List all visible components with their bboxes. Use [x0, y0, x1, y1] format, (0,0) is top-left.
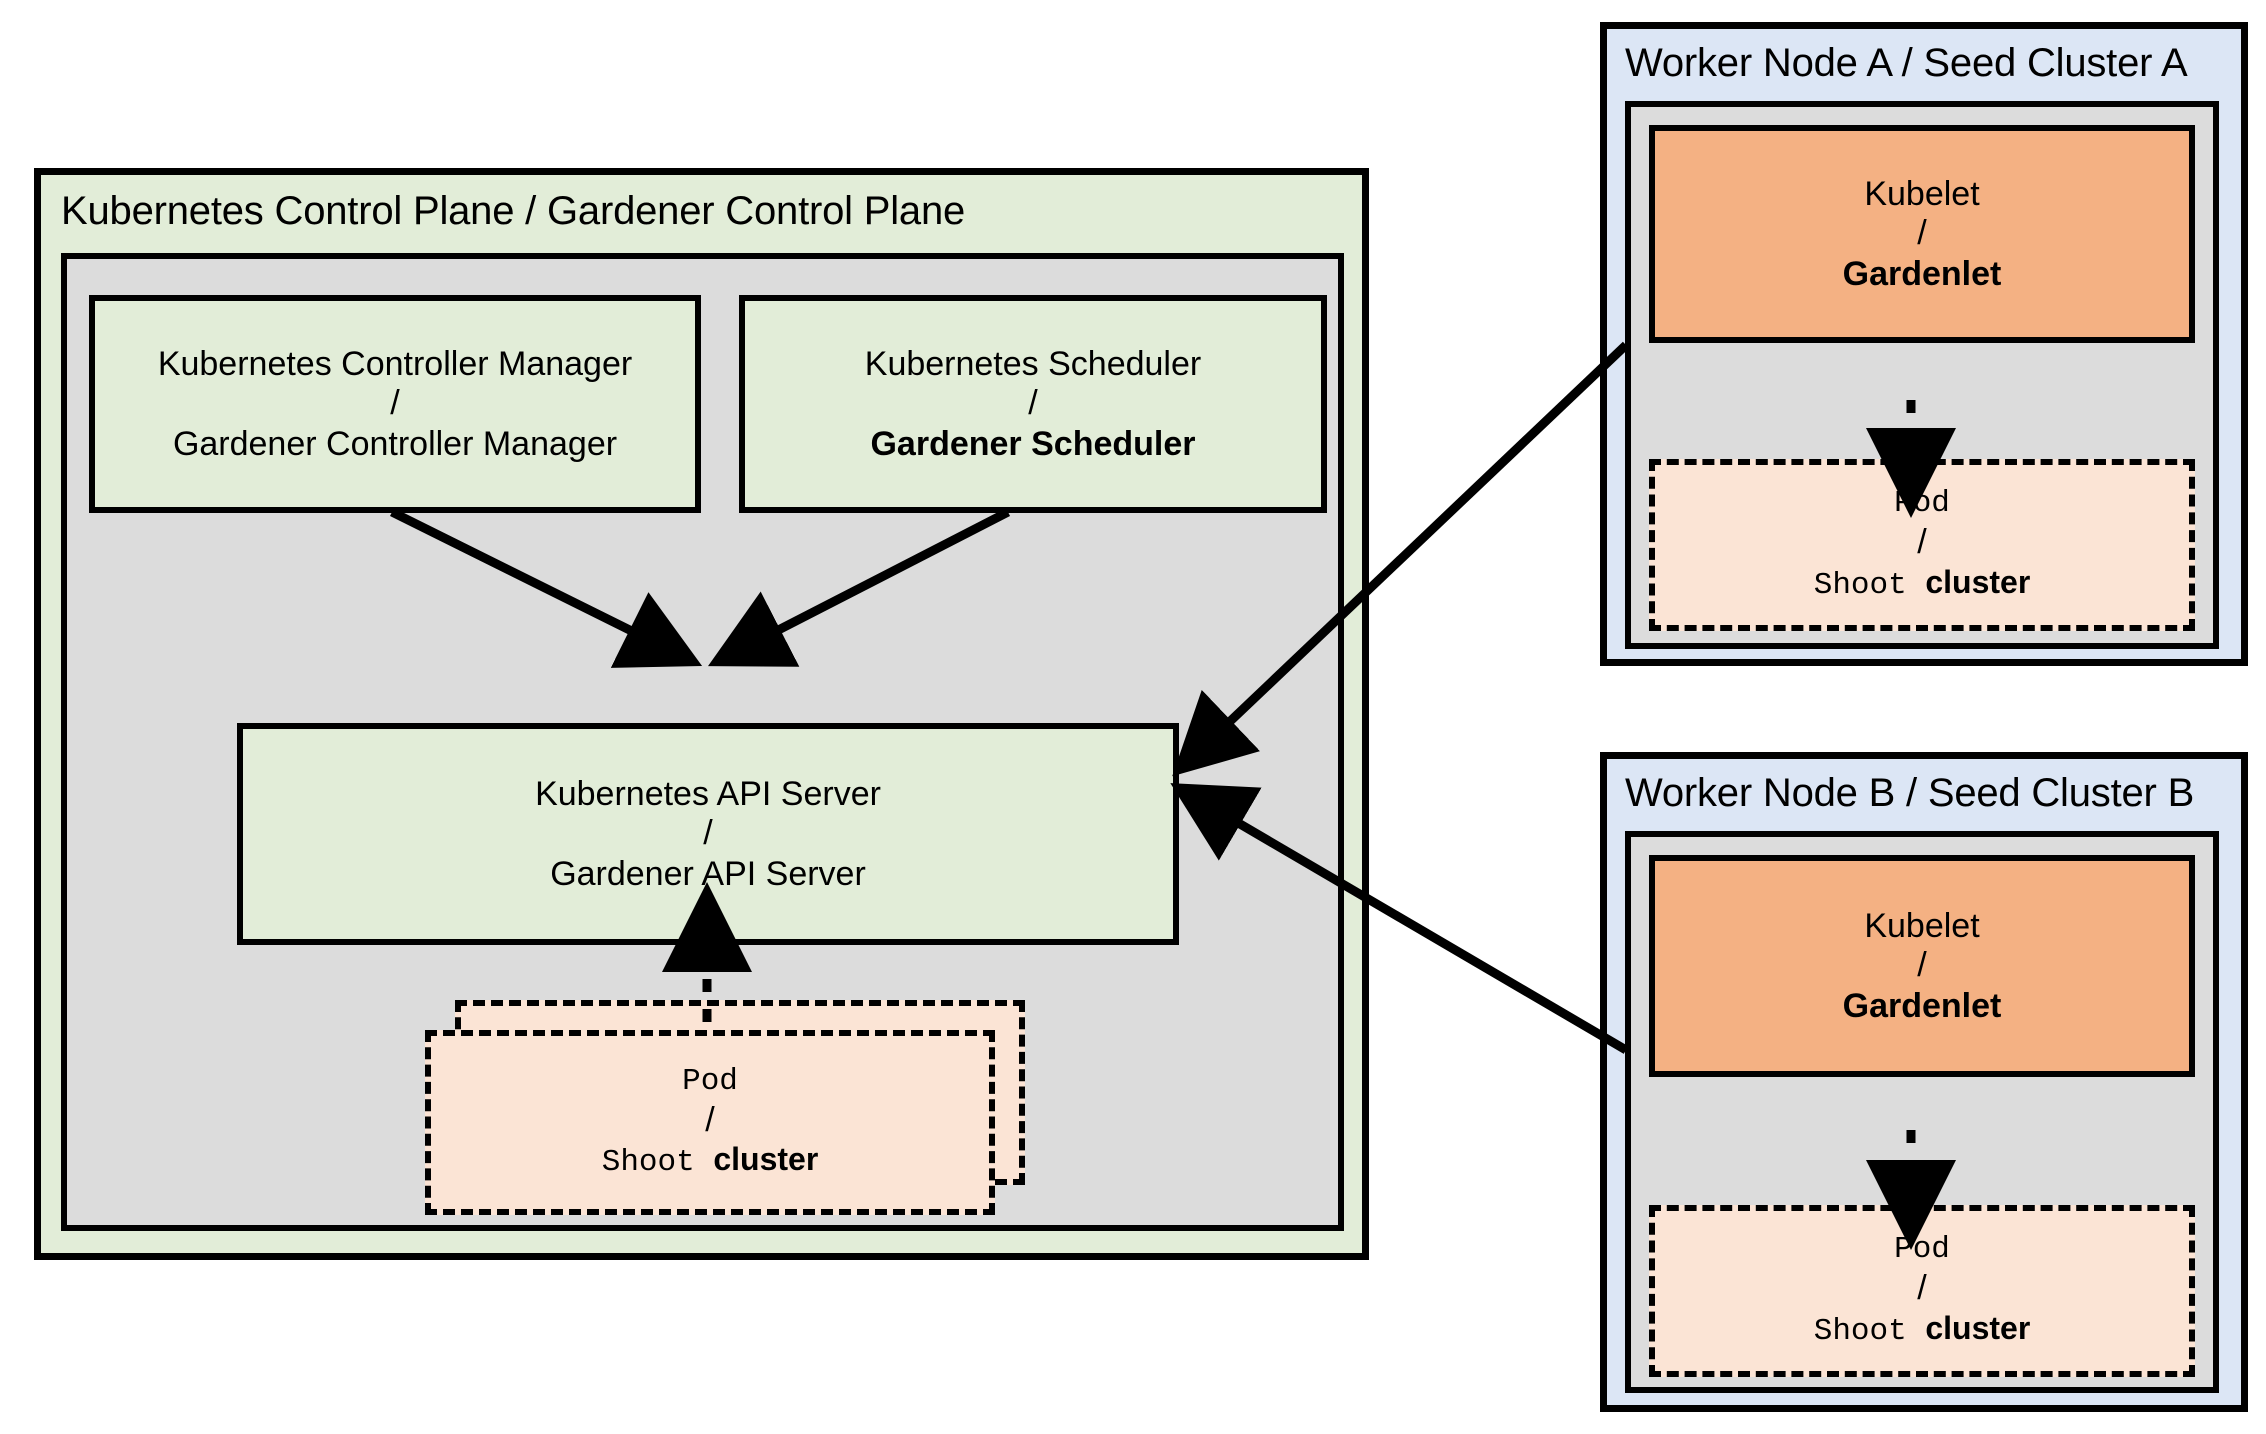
node-a-pod-line1: Pod: [1894, 486, 1950, 521]
control-plane-title: Kubernetes Control Plane / Gardener Cont…: [61, 189, 966, 233]
node-b-pod-separator: /: [1917, 1269, 1927, 1308]
node-a-pod-line2: Shoot cluster: [1814, 562, 2031, 606]
node-b-kubelet-line2: Gardenlet: [1842, 986, 2002, 1025]
control-plane-pod-line1: Pod: [682, 1063, 738, 1099]
node-b-pod-box[interactable]: Pod / Shoot cluster: [1649, 1205, 2195, 1377]
kubernetes-control-plane-container: Kubernetes Control Plane / Gardener Cont…: [34, 168, 1369, 1260]
control-plane-pod-box[interactable]: Pod / Shoot cluster: [425, 1030, 995, 1215]
controller-manager-line1: Kubernetes Controller Manager: [157, 344, 633, 383]
control-plane-pod-line2-prefix: Shoot: [601, 1145, 714, 1181]
node-a-pod-line2-bold: cluster: [1925, 563, 2031, 600]
node-a-pod-box[interactable]: Pod / Shoot cluster: [1649, 459, 2195, 631]
node-b-pod-line2: Shoot cluster: [1814, 1308, 2031, 1352]
node-a-kubelet-box[interactable]: Kubelet / Gardenlet: [1649, 125, 2195, 343]
worker-node-b-inner-region: Kubelet / Gardenlet Pod / Shoot cluster: [1625, 831, 2219, 1393]
scheduler-line2: Gardener Scheduler: [870, 424, 1196, 463]
control-plane-pod-line2-bold: cluster: [713, 1141, 819, 1178]
api-server-box[interactable]: Kubernetes API Server / Gardener API Ser…: [237, 723, 1179, 945]
node-b-kubelet-box[interactable]: Kubelet / Gardenlet: [1649, 855, 2195, 1077]
worker-node-b-container: Worker Node B / Seed Cluster B Kubelet /…: [1600, 752, 2248, 1412]
api-server-line1: Kubernetes API Server: [535, 774, 881, 813]
node-a-pod-line2-prefix: Shoot: [1813, 567, 1926, 603]
worker-node-a-title: Worker Node A / Seed Cluster A: [1625, 41, 2188, 85]
node-a-kubelet-line1: Kubelet: [1864, 174, 1980, 213]
node-b-kubelet-line1: Kubelet: [1864, 906, 1980, 945]
scheduler-line1: Kubernetes Scheduler: [864, 344, 1202, 383]
node-b-pod-line2-bold: cluster: [1925, 1309, 2031, 1346]
controller-manager-line2: Gardener Controller Manager: [172, 424, 618, 463]
scheduler-separator: /: [1028, 384, 1038, 423]
node-a-pod-separator: /: [1917, 523, 1927, 562]
node-b-pod-line2-prefix: Shoot: [1813, 1313, 1926, 1349]
node-a-kubelet-separator: /: [1917, 214, 1927, 253]
api-server-line2: Gardener API Server: [550, 854, 866, 893]
control-plane-inner-region: Kubernetes Controller Manager / Gardener…: [61, 253, 1344, 1231]
worker-node-a-container: Worker Node A / Seed Cluster A Kubelet /…: [1600, 22, 2248, 666]
api-server-separator: /: [703, 814, 713, 853]
control-plane-pod-line2: Shoot cluster: [602, 1139, 819, 1183]
worker-node-b-title: Worker Node B / Seed Cluster B: [1625, 771, 2195, 815]
control-plane-pod-separator: /: [705, 1100, 715, 1139]
controller-manager-separator: /: [390, 384, 400, 423]
node-b-kubelet-separator: /: [1917, 946, 1927, 985]
scheduler-box[interactable]: Kubernetes Scheduler / Gardener Schedule…: [739, 295, 1327, 513]
worker-node-a-inner-region: Kubelet / Gardenlet Pod / Shoot cluster: [1625, 101, 2219, 649]
node-a-kubelet-line2: Gardenlet: [1842, 254, 2002, 293]
node-b-pod-line1: Pod: [1894, 1232, 1950, 1267]
controller-manager-box[interactable]: Kubernetes Controller Manager / Gardener…: [89, 295, 701, 513]
